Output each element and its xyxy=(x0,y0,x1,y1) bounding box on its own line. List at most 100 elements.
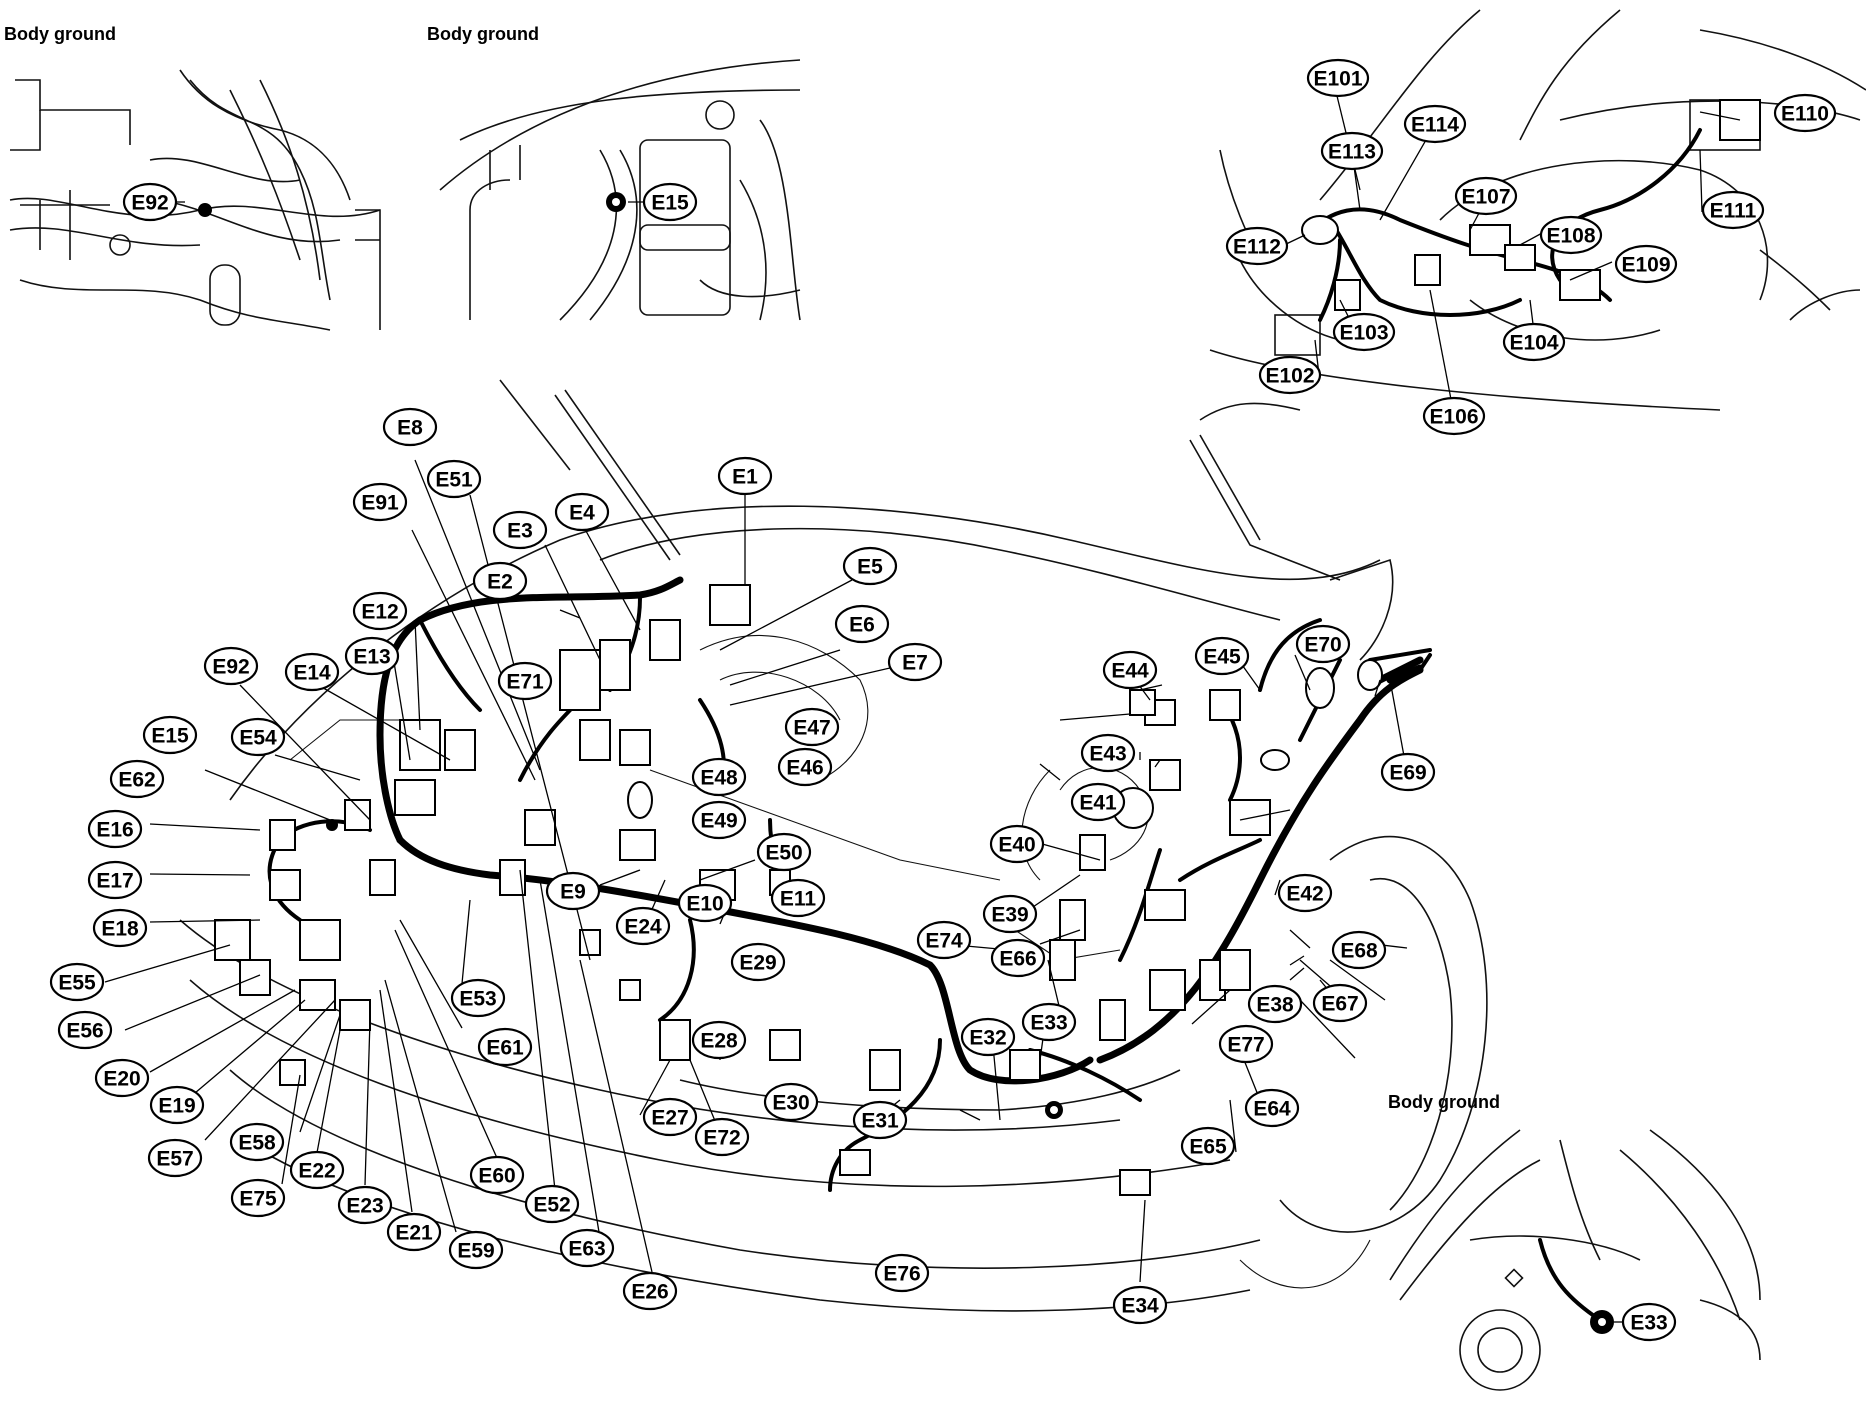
label-text: E63 xyxy=(568,1238,605,1261)
connector-label-e111: E111 xyxy=(1701,190,1765,230)
leader-lines xyxy=(104,95,1741,1283)
label-text: E67 xyxy=(1321,993,1358,1016)
label-oval xyxy=(492,510,548,550)
label-oval xyxy=(615,906,671,946)
connector-label-e38: E38 xyxy=(1247,984,1303,1024)
label-oval xyxy=(450,978,506,1018)
label-text: E34 xyxy=(1121,1295,1159,1318)
connector-label-e6: E6 xyxy=(834,604,890,644)
connector-label-e77: E77 xyxy=(1218,1024,1274,1064)
label-text: E64 xyxy=(1253,1098,1291,1121)
label-text: E9 xyxy=(560,881,586,904)
label-text: E23 xyxy=(346,1195,383,1218)
label-oval xyxy=(142,715,198,755)
connector-label-e29: E29 xyxy=(730,942,786,982)
connector-label-e71: E71 xyxy=(497,661,553,701)
label-oval xyxy=(284,652,340,692)
connector-label-e108: E108 xyxy=(1539,215,1603,255)
connector-label-e50: E50 xyxy=(756,832,812,872)
label-oval xyxy=(1422,396,1486,436)
label-oval xyxy=(642,1097,698,1137)
connector-label-e44: E44 xyxy=(1102,650,1158,690)
connector-label-e5: E5 xyxy=(842,546,898,586)
label-oval xyxy=(852,1100,908,1140)
label-text: E62 xyxy=(118,769,155,792)
connector-label-e109: E109 xyxy=(1614,244,1678,284)
label-text: E74 xyxy=(925,930,963,953)
label-text: E51 xyxy=(435,469,473,492)
label-oval xyxy=(694,1117,750,1157)
label-oval xyxy=(1773,93,1837,133)
connector-label-e66: E66 xyxy=(990,938,1046,978)
label-text: E22 xyxy=(298,1160,335,1183)
connector-label-e4: E4 xyxy=(554,492,610,532)
label-text: E59 xyxy=(457,1240,494,1263)
connector-label-e92: E92 xyxy=(203,646,259,686)
connector-label-e9: E9 xyxy=(545,871,601,911)
label-oval xyxy=(1331,930,1387,970)
label-text: E46 xyxy=(786,757,823,780)
label-text: E68 xyxy=(1340,940,1378,963)
label-text: E108 xyxy=(1546,225,1595,248)
connector-label-e53: E53 xyxy=(450,978,506,1018)
label-oval xyxy=(229,1122,285,1162)
connector-label-e32: E32 xyxy=(960,1017,1016,1057)
connector-label-e62: E62 xyxy=(109,759,165,799)
label-text: E18 xyxy=(101,918,139,941)
label-oval xyxy=(874,1253,930,1293)
label-oval xyxy=(1614,244,1678,284)
connector-label-e102: E102 xyxy=(1258,355,1322,395)
connector-label-e30: E30 xyxy=(763,1082,819,1122)
label-text: E6 xyxy=(849,614,875,637)
label-text: E111 xyxy=(1710,200,1757,223)
label-text: E42 xyxy=(1286,883,1323,906)
label-oval xyxy=(1320,131,1384,171)
label-oval xyxy=(784,707,840,747)
label-oval xyxy=(382,407,438,447)
label-text: E52 xyxy=(533,1194,570,1217)
label-oval xyxy=(289,1150,345,1190)
connector-label-e7: E7 xyxy=(887,642,943,682)
connector-label-e17: E17 xyxy=(87,860,143,900)
connector-label-e60: E60 xyxy=(469,1155,525,1195)
label-text: E7 xyxy=(902,652,928,675)
label-text: E24 xyxy=(624,916,662,939)
label-text: E113 xyxy=(1328,141,1376,164)
connector-label-e112: E112 xyxy=(1225,226,1289,266)
label-oval xyxy=(1194,636,1250,676)
label-oval xyxy=(842,546,898,586)
label-text: E53 xyxy=(459,988,496,1011)
label-e15-inset: E15 xyxy=(651,192,689,215)
label-text: E17 xyxy=(96,870,133,893)
connector-label-e74: E74 xyxy=(916,920,972,960)
inset-2-drawing xyxy=(439,59,801,321)
inset-3-harness xyxy=(1301,99,1761,322)
label-oval xyxy=(989,824,1045,864)
label-oval xyxy=(469,1155,525,1195)
label-text: E32 xyxy=(969,1027,1006,1050)
inset-body-ground-1: Body ground E92 xyxy=(4,24,381,331)
label-oval xyxy=(524,1184,580,1224)
label-oval xyxy=(982,894,1038,934)
label-text: E58 xyxy=(238,1132,276,1155)
label-oval xyxy=(1502,322,1566,362)
connector-label-e101: E101 xyxy=(1306,58,1370,98)
inset-body-ground-2: Body ground E15 xyxy=(427,24,801,321)
connector-label-e12: E12 xyxy=(352,591,408,631)
label-oval xyxy=(49,962,105,1002)
label-text: E31 xyxy=(861,1110,899,1133)
label-text: E14 xyxy=(293,662,331,685)
label-text: E49 xyxy=(700,810,737,833)
label-oval xyxy=(622,1271,678,1311)
label-oval xyxy=(1070,782,1126,822)
label-text: E69 xyxy=(1389,762,1426,785)
label-text: E16 xyxy=(96,819,133,842)
label-text: E2 xyxy=(487,571,513,594)
label-oval xyxy=(554,492,610,532)
connector-label-e24: E24 xyxy=(615,906,671,946)
label-oval xyxy=(1539,215,1603,255)
label-oval xyxy=(990,938,1046,978)
label-text: E66 xyxy=(999,948,1036,971)
connector-label-e3: E3 xyxy=(492,510,548,550)
label-text: E12 xyxy=(361,601,398,624)
